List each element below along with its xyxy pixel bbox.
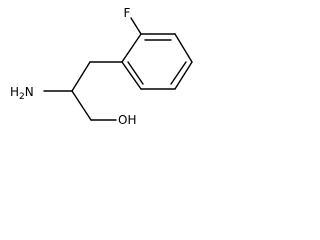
ring-bond-c1-c2 — [121, 33, 142, 63]
amine-subscript-label: 2 — [19, 92, 25, 102]
bond-ch2-to-chiral-carbon — [71, 61, 91, 92]
ring-double-bond-c4-c5 — [170, 61, 187, 85]
chemical-structure-diagram: F H2N OH — [10, 6, 193, 127]
bond-carbon-to-ch2oh — [71, 90, 92, 121]
hydroxyl-atom-label: OH — [118, 113, 136, 127]
amine-atom-label: H2N — [10, 85, 34, 102]
amine-h-label: H — [10, 85, 19, 99]
fluorine-atom-label: F — [124, 6, 131, 20]
bond-ring-to-fluorine — [130, 17, 142, 35]
ring-bond-c6-c1 — [121, 61, 142, 90]
ring-double-bond-c6-c1 — [127, 61, 144, 85]
benzene-ring — [121, 33, 193, 90]
ring-bond-c4-c5 — [174, 61, 193, 90]
amine-n-label: N — [25, 85, 34, 99]
ring-bond-c3-c4 — [174, 33, 193, 63]
